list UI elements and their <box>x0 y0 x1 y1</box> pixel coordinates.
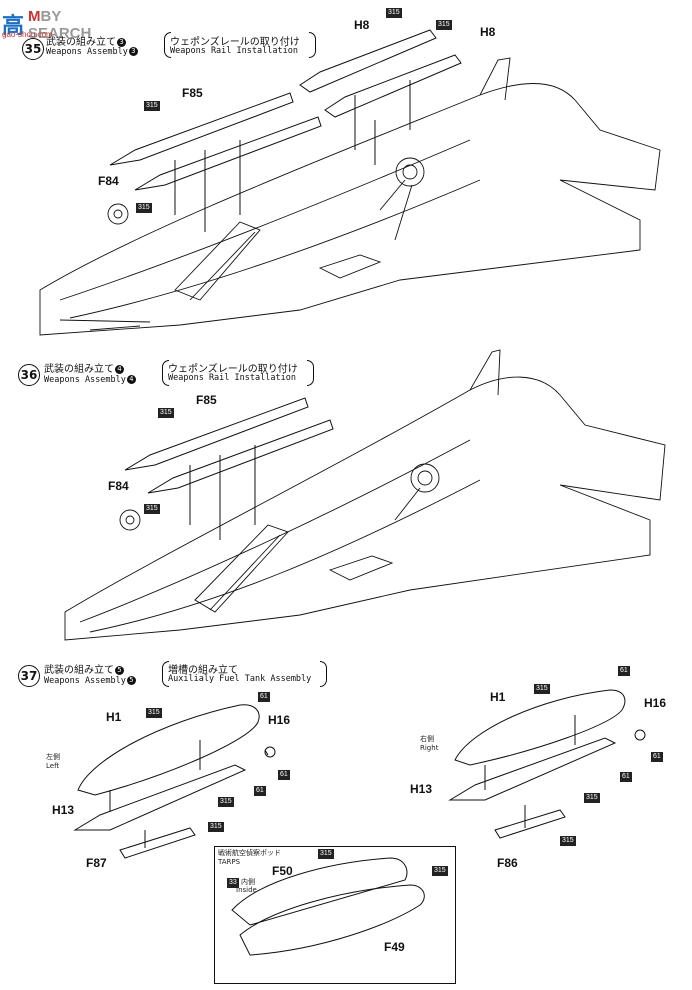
step-35-ref: 3 <box>117 37 126 47</box>
color-33: 33 <box>227 878 239 888</box>
part-f49: F49 <box>384 940 405 954</box>
part-h13-left: H13 <box>52 803 75 817</box>
step-37-en-text: Weapons Assembly <box>44 676 126 686</box>
step-35-en-text: Weapons Assembly <box>46 47 128 57</box>
color-315-37h: 315 <box>432 866 448 876</box>
rails-35 <box>109 29 462 232</box>
tarps-pod <box>231 857 425 956</box>
part-f84-35: F84 <box>98 174 119 188</box>
step-36-bracket-left <box>162 360 169 386</box>
step-36-jp-text: 武装の組み立て <box>44 364 114 375</box>
color-61-37c: 61 <box>254 786 266 796</box>
inside-label-en: Inside <box>236 886 257 894</box>
part-f84-36: F84 <box>108 479 129 493</box>
step-36-number: 36 <box>18 364 40 386</box>
watermark-text: MBY SEARCH <box>28 8 91 42</box>
watermark-text-b: BY SEARCH <box>28 8 92 42</box>
step-36-en-text: Weapons Assembly <box>44 375 126 385</box>
right-label-jp: 右側 <box>420 735 434 743</box>
watermark-url: gao-shou.com <box>2 30 53 39</box>
fuel-tank-left <box>73 704 276 859</box>
color-315-35b: 315 <box>436 20 452 30</box>
color-61-37e: 61 <box>651 752 663 762</box>
color-61-37f: 61 <box>620 772 632 782</box>
inside-label-jp: 内側 <box>241 878 255 886</box>
color-315-36b: 315 <box>144 504 160 514</box>
step-35-sub-en: Weapons Rail Installation <box>170 46 298 56</box>
aircraft-underside-36 <box>64 349 666 641</box>
step-37-sub-en: Auxilialy Fuel Tank Assembly <box>168 674 312 684</box>
color-315-37a: 315 <box>146 708 162 718</box>
color-61-37a: 61 <box>258 692 270 702</box>
part-h8-b: H8 <box>480 25 496 39</box>
step-36-sub-en: Weapons Rail Installation <box>168 373 296 383</box>
color-315-37c: 315 <box>208 822 224 832</box>
watermark-text-a: M <box>28 8 41 25</box>
step-36-ref: 4 <box>115 364 124 374</box>
color-315-37b: 315 <box>218 797 234 807</box>
left-label-jp: 左側 <box>46 753 60 761</box>
step-37-ref: 5 <box>115 665 124 675</box>
part-f87: F87 <box>86 856 107 870</box>
step-37-bracket-left <box>162 661 169 687</box>
part-h13-right: H13 <box>410 782 433 796</box>
aircraft-underside-35 <box>39 57 661 336</box>
step-35-number: 35 <box>22 38 44 60</box>
color-61-37b: 61 <box>278 770 290 780</box>
step-35-sub-jp: ウェポンズレールの取り付け <box>170 37 300 48</box>
part-h8-a: H8 <box>354 18 370 32</box>
step-35-jp-text: 武装の組み立て <box>46 37 116 48</box>
color-315-37g: 315 <box>318 849 334 859</box>
right-label-en: Right <box>420 744 439 752</box>
step-35-bracket-left <box>164 32 171 58</box>
color-61-37d: 61 <box>618 666 630 676</box>
color-315-35a: 315 <box>386 8 402 18</box>
step-37-ref-en: 5 <box>126 676 136 685</box>
step-35-ref-en: 3 <box>128 47 138 56</box>
tarps-label-jp: 戦術航空偵察ポッド <box>218 849 281 857</box>
color-315-37e: 315 <box>584 793 600 803</box>
part-h1-right: H1 <box>490 690 506 704</box>
step-37-jp-text: 武装の組み立て <box>44 665 114 676</box>
color-315-35c: 315 <box>144 101 160 111</box>
color-315-35d: 315 <box>136 203 152 213</box>
part-h1-left: H1 <box>106 710 122 724</box>
part-h16-right: H16 <box>644 696 667 710</box>
color-315-36a: 315 <box>158 408 174 418</box>
fuel-tank-right <box>448 689 646 839</box>
color-315-37f: 315 <box>560 836 576 846</box>
watermark-logo: 高 <box>2 13 26 38</box>
left-label-en: Left <box>46 762 60 770</box>
color-315-37d: 315 <box>534 684 550 694</box>
tarps-inset-box <box>214 846 456 984</box>
tarps-label-en: TARPS <box>218 858 241 866</box>
part-f85-36: F85 <box>196 393 217 407</box>
rails-36 <box>124 397 334 540</box>
step-36-ref-en: 4 <box>126 375 136 384</box>
part-f86: F86 <box>497 856 518 870</box>
part-f50: F50 <box>272 864 293 878</box>
part-f85-35: F85 <box>182 86 203 100</box>
step-36-sub-jp: ウェポンズレールの取り付け <box>168 364 298 375</box>
step-37-number: 37 <box>18 665 40 687</box>
part-h16-left: H16 <box>268 713 291 727</box>
step-37-sub-jp: 増槽の組み立て <box>168 665 238 676</box>
